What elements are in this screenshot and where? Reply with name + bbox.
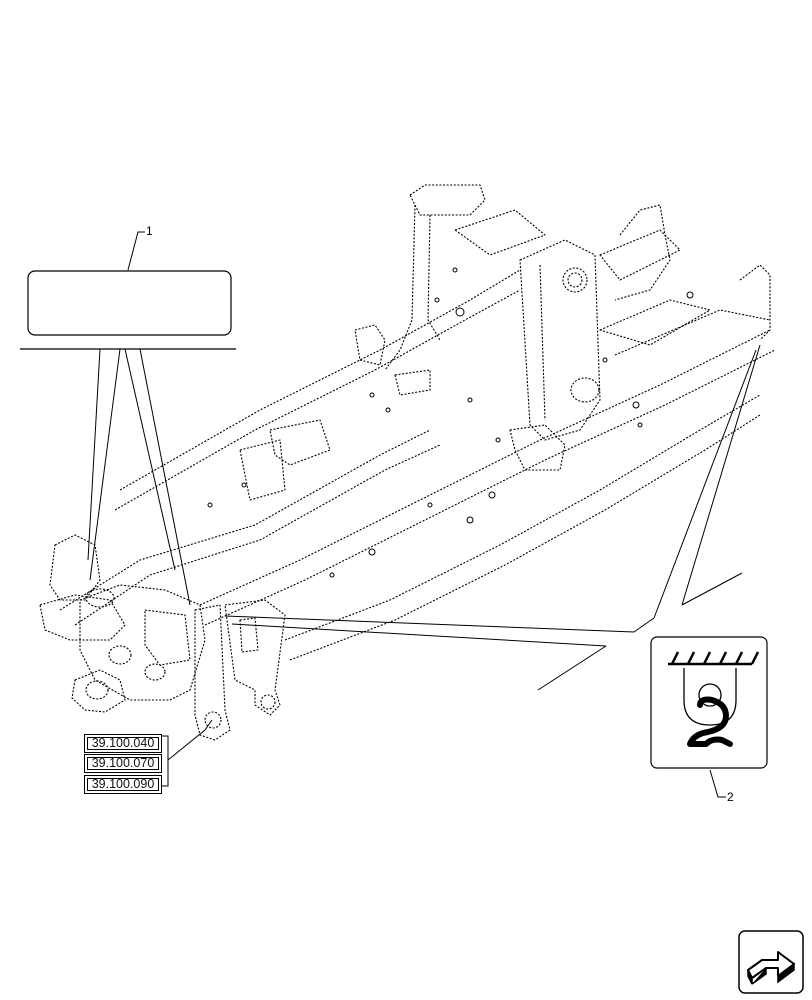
callout-2-leader <box>709 769 726 798</box>
callout-2-number: 2 <box>727 790 734 804</box>
callout-1-leader <box>127 231 145 271</box>
next-page-arrow-icon <box>738 930 804 994</box>
callout-2-pointer-lines <box>224 344 761 691</box>
callout-2-group <box>224 344 768 798</box>
reference-link-2[interactable]: 39.100.070 <box>84 754 162 773</box>
reference-link-1[interactable]: 39.100.040 <box>84 734 162 753</box>
callout-1-pointer-lines <box>87 348 191 606</box>
callout-1-group <box>20 231 236 606</box>
fastener-holes <box>207 267 694 578</box>
blank-label-icon <box>27 270 232 336</box>
reference-link-3[interactable]: 39.100.090 <box>84 775 162 794</box>
reference-bracket <box>162 735 169 787</box>
next-page-button[interactable] <box>738 930 804 994</box>
reference-leader <box>167 719 213 761</box>
callout-1-number: 1 <box>146 224 153 238</box>
frame-drawing <box>39 184 776 741</box>
